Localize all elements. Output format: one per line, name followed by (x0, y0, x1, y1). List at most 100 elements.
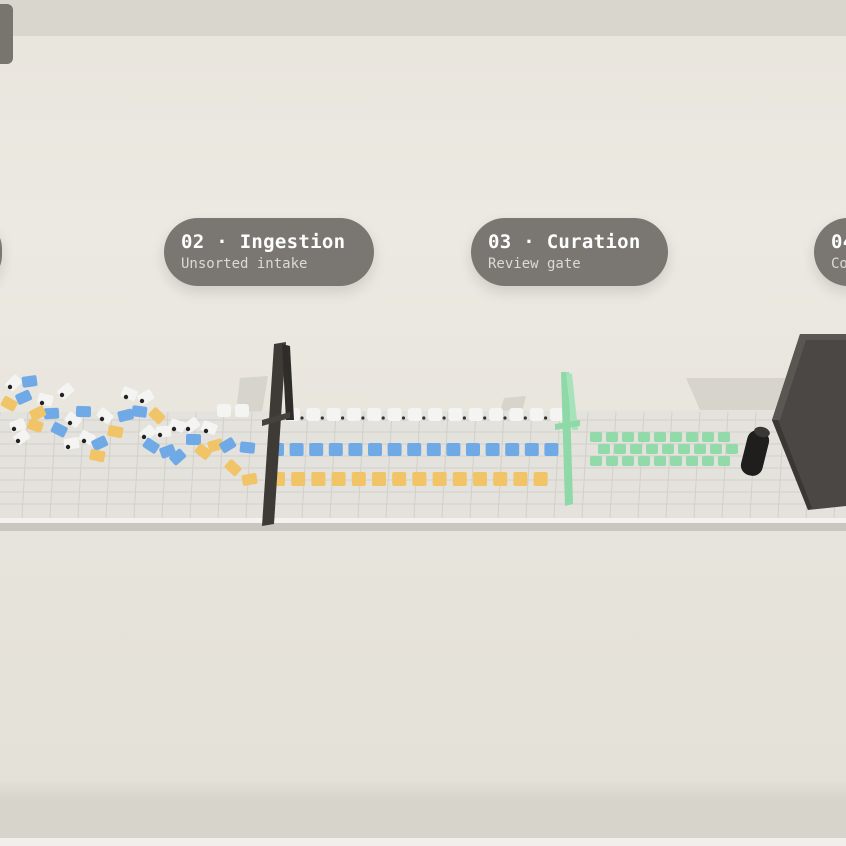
item-dot (99, 416, 105, 422)
unsorted-item (142, 437, 160, 454)
sorted-item-white (448, 408, 463, 421)
curated-item (654, 456, 666, 466)
unsorted-item (241, 473, 258, 486)
curated-item (686, 456, 698, 466)
sorted-item-white (407, 408, 422, 421)
belt-grid-line (665, 411, 673, 519)
unsorted-item (131, 405, 148, 418)
ingestion-gate (262, 342, 294, 526)
item-dot (523, 416, 527, 420)
item-dot (320, 416, 324, 420)
unsorted-item (50, 422, 68, 438)
unsorted-item (219, 437, 237, 454)
unsorted-item (137, 389, 155, 405)
sorted-item-blue (289, 443, 304, 456)
stage-subtitle: Review gate (488, 256, 581, 272)
item-dot (422, 416, 426, 420)
item-dot (81, 438, 87, 444)
sorted-item-yellow (331, 472, 346, 486)
item-dot (123, 394, 129, 400)
sorted-item-yellow (493, 472, 508, 486)
unsorted-item (15, 389, 33, 405)
unsorted-item (185, 433, 202, 446)
sorted-item-yellow (392, 472, 407, 486)
belt-grid-line (385, 411, 393, 519)
output-roller (740, 426, 770, 476)
stage-subtitle: Co (831, 256, 846, 272)
unsorted-item (148, 407, 166, 425)
belt-grid-line (133, 411, 141, 519)
stage-title: 02 · Ingestion (181, 231, 346, 253)
sorted-item-white (468, 408, 483, 421)
sorted-item-yellow (291, 472, 306, 486)
curation-gate (555, 372, 580, 506)
unsorted-item (207, 438, 224, 453)
sorted-item-white (489, 408, 503, 421)
stage-title: 04 (831, 231, 846, 253)
item-dot (39, 400, 45, 406)
item-dot (139, 398, 145, 404)
item-dot (300, 416, 304, 420)
item-dot (361, 416, 365, 420)
unsorted-item (37, 392, 54, 407)
curated-item (590, 456, 602, 466)
item-dot (15, 438, 21, 444)
sorted-item-yellow (533, 472, 548, 486)
curated-item (686, 432, 698, 442)
unsorted-item (120, 386, 138, 402)
belt-grid-line (77, 411, 85, 519)
unsorted-item (239, 441, 256, 454)
item-dot (7, 384, 13, 390)
item-dot (483, 416, 487, 420)
unsorted-item (117, 408, 134, 423)
curated-item (702, 432, 714, 442)
curated-item (622, 432, 634, 442)
curated-item (622, 456, 634, 466)
curated-item (670, 432, 682, 442)
item-dot (203, 428, 209, 434)
belt-grid-line (21, 411, 29, 519)
item-dot (141, 434, 147, 440)
sorted-item-white (306, 408, 321, 421)
item-dot (462, 416, 466, 420)
item-dot (171, 426, 177, 432)
sorted-item-blue (407, 443, 422, 456)
item-dot (157, 432, 163, 438)
sorted-item-blue (446, 443, 461, 456)
unsorted-item (107, 425, 124, 439)
sorted-item-white (529, 408, 544, 421)
sorted-item-white (387, 408, 402, 421)
sorted-item-blue (348, 443, 363, 456)
shadows (236, 376, 790, 412)
sorted-item-blue (505, 443, 520, 456)
belt-grid-line (441, 411, 449, 519)
sorted-item-white (549, 408, 564, 421)
unsorted-item (29, 405, 47, 421)
belt-grid-line (329, 411, 337, 519)
stage-label-ingestion: 02 · Ingestion Unsorted intake (164, 218, 374, 286)
sorted-item-blue (524, 443, 539, 456)
belt-grid-line (497, 411, 505, 519)
item-dot (341, 416, 345, 420)
sorted-item-white (326, 408, 341, 421)
curated-item (702, 456, 714, 466)
curated-item (710, 444, 722, 454)
sorted-item-blue (466, 443, 480, 456)
unsorted-item (96, 407, 114, 424)
curated-item (638, 432, 650, 442)
belt-grid-line (553, 411, 561, 519)
item-dot (381, 416, 385, 420)
stage-label-01 (0, 218, 2, 286)
curated-item (718, 432, 730, 442)
sorted-item-yellow (452, 472, 467, 486)
curated-item (718, 456, 730, 466)
curated-item (662, 444, 674, 454)
stage-subtitle: Unsorted intake (181, 256, 308, 272)
item-dot (11, 426, 17, 432)
sorted-item-blue (426, 443, 441, 456)
curated-item (654, 432, 666, 442)
panel-tab-icon[interactable] (0, 4, 13, 64)
curated-item (598, 444, 610, 454)
unsorted-item (63, 437, 80, 450)
